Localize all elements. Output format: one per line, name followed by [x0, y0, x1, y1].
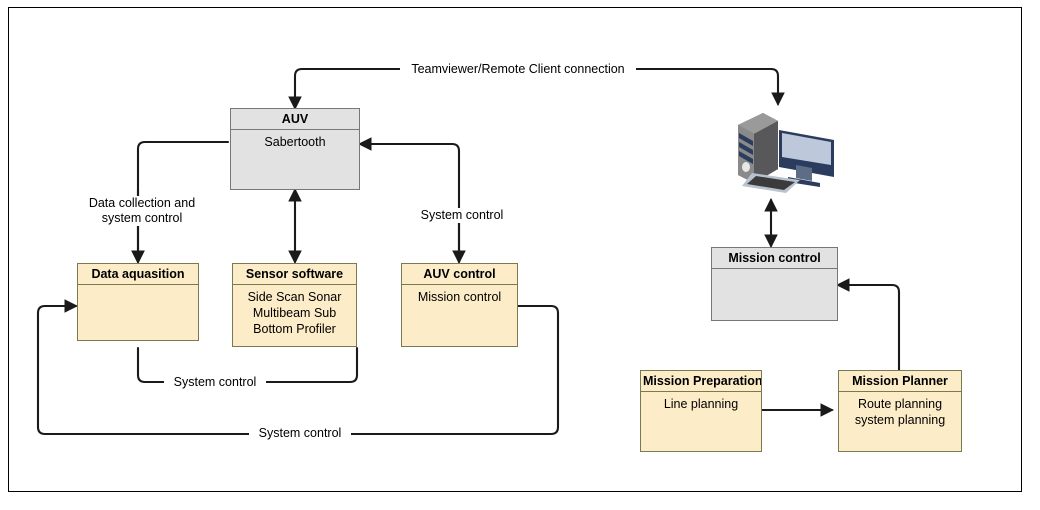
- edge-label-system-control-bottom: System control: [249, 426, 351, 441]
- node-data-aquasition-title: Data aquasition: [78, 264, 198, 285]
- node-mission-preparation-title: Mission Preparation: [641, 371, 761, 392]
- node-auv-body: Sabertooth: [264, 135, 326, 149]
- desktop-computer-icon: [716, 107, 840, 195]
- node-sensor-software-title: Sensor software: [233, 264, 356, 285]
- node-mission-control-body: [712, 269, 837, 320]
- edge-label-teamviewer: Teamviewer/Remote Client connection: [400, 62, 636, 77]
- node-mission-preparation[interactable]: Mission Preparation Line planning: [640, 370, 762, 452]
- node-auv-title: AUV: [231, 109, 359, 130]
- node-data-aquasition[interactable]: Data aquasition: [77, 263, 199, 341]
- node-mission-control-title: Mission control: [712, 248, 837, 269]
- node-mission-planner-title: Mission Planner: [839, 371, 961, 392]
- node-mission-planner-body: Route planning system planning: [854, 397, 946, 427]
- diagram-frame: [8, 7, 1022, 492]
- node-sensor-software[interactable]: Sensor software Side Scan Sonar Multibea…: [232, 263, 357, 347]
- computer-tower-icon: [738, 113, 778, 183]
- node-auv-control[interactable]: AUV control Mission control: [401, 263, 518, 347]
- computer-keyboard-icon: [742, 173, 800, 193]
- node-mission-planner[interactable]: Mission Planner Route planning system pl…: [838, 370, 962, 452]
- edge-label-system-control-auv-control: System control: [411, 208, 513, 223]
- node-mission-preparation-body: Line planning: [663, 397, 739, 411]
- node-auv[interactable]: AUV Sabertooth: [230, 108, 360, 190]
- node-auv-control-title: AUV control: [402, 264, 517, 285]
- node-sensor-software-body: Side Scan Sonar Multibeam Sub Bottom Pro…: [247, 290, 342, 336]
- node-auv-control-body: Mission control: [417, 290, 502, 304]
- node-mission-control[interactable]: Mission control: [711, 247, 838, 321]
- node-data-aquasition-body: [78, 285, 198, 340]
- edge-label-data-collection: Data collection and system control: [73, 196, 211, 226]
- edge-label-system-control-middle: System control: [164, 375, 266, 390]
